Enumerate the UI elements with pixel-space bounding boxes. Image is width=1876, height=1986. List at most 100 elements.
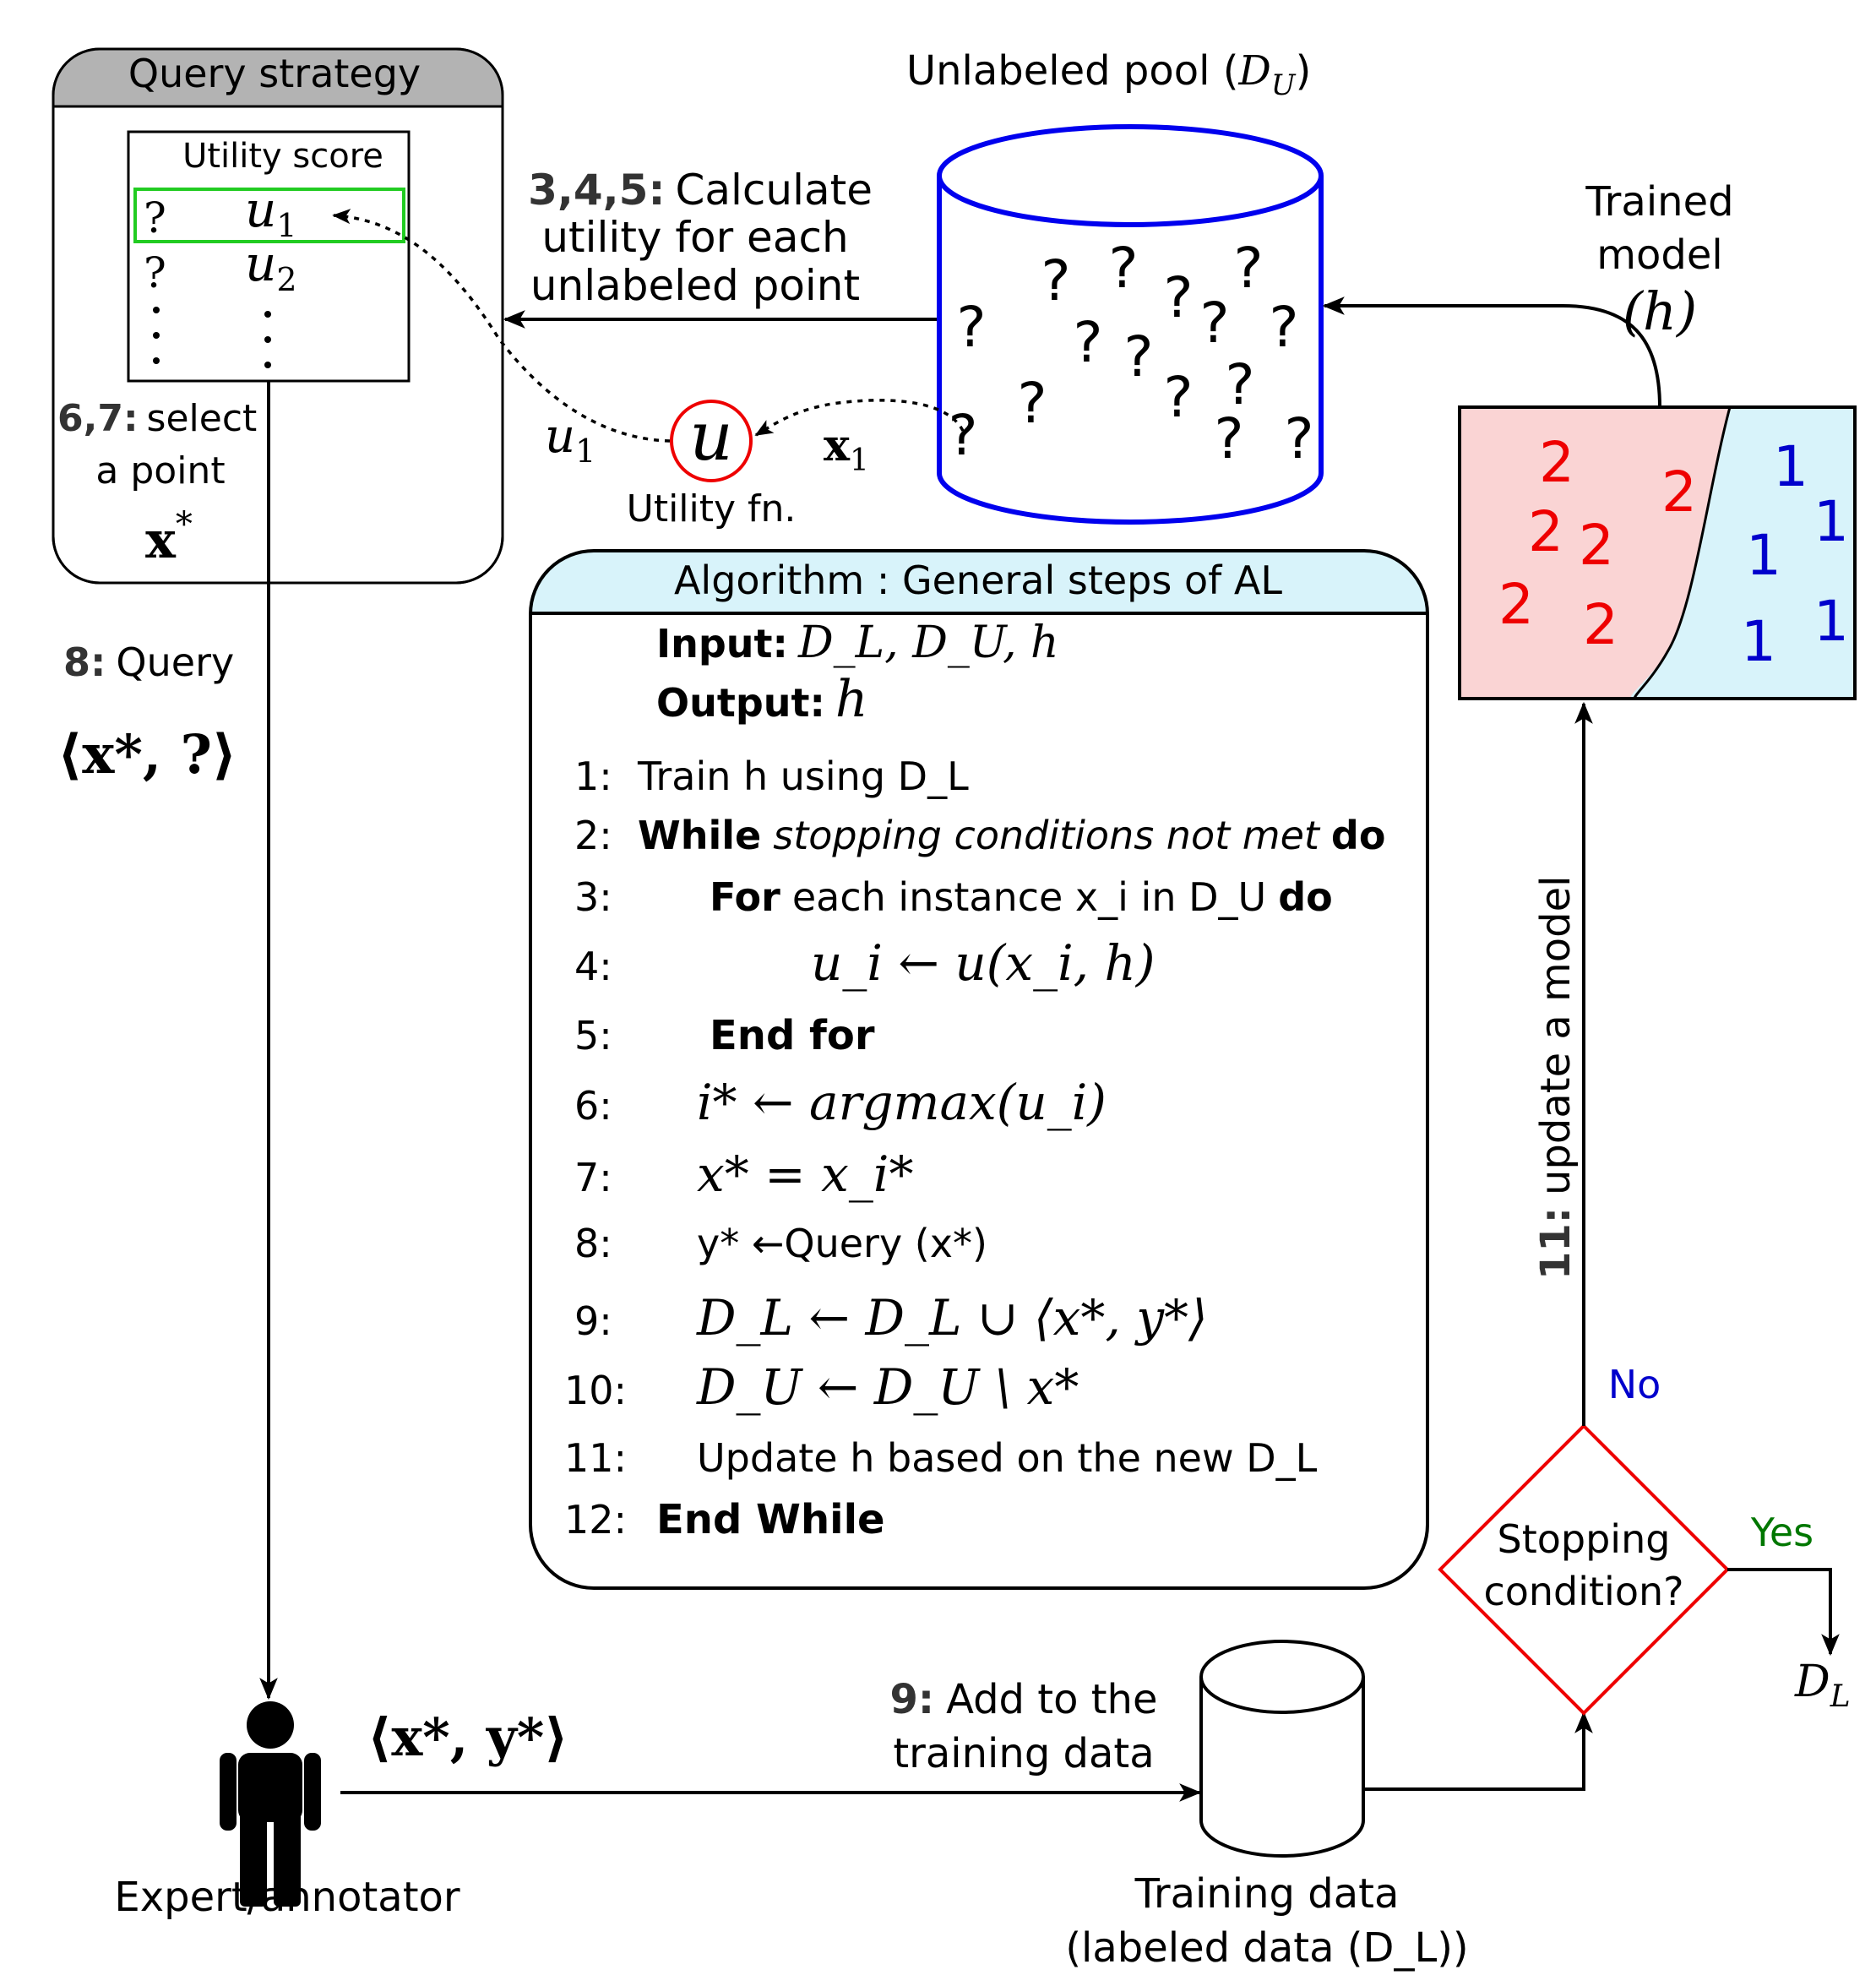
decision-output: DL bbox=[1794, 1657, 1851, 1714]
pool-question-mark: ? bbox=[1284, 406, 1313, 471]
calc-step-line3: unlabeled point bbox=[530, 261, 860, 310]
class-1-point: 1 bbox=[1741, 609, 1776, 674]
query-step-label: 8:Query bbox=[63, 639, 234, 685]
pool-question-mark: ? bbox=[956, 295, 986, 360]
stopping-condition-diamond bbox=[1438, 1423, 1730, 1716]
table-ellipsis-dots bbox=[153, 307, 271, 368]
algorithm-step-text: Update h based on the new D_L bbox=[697, 1435, 1318, 1481]
decision-yes-label: Yes bbox=[1750, 1510, 1813, 1555]
selected-point-x-star: x* bbox=[145, 505, 193, 570]
class-2-point: 2 bbox=[1579, 513, 1614, 578]
algorithm-step-number: 3: bbox=[574, 874, 612, 920]
class-1-point: 1 bbox=[1773, 434, 1808, 499]
decision-boundary bbox=[1633, 406, 1732, 699]
add-step-line1: 9:Add to the bbox=[890, 1676, 1158, 1723]
algorithm-step-number: 8: bbox=[574, 1221, 612, 1266]
algorithm-header: Algorithm : General steps of AL bbox=[674, 558, 1282, 603]
class-2-point: 2 bbox=[1528, 499, 1563, 564]
algorithm-step-text: D_L ← D_L ∪ ⟨x*, y*⟩ bbox=[696, 1289, 1208, 1347]
algorithm-step-text: i* ← argmax(u_i) bbox=[697, 1074, 1107, 1131]
pool-question-mark: ? bbox=[1041, 248, 1070, 313]
algorithm-step-text: u_i ← u(x_i, h) bbox=[811, 934, 1155, 992]
pool-question-mark: ? bbox=[948, 403, 977, 468]
class-2-point: 2 bbox=[1661, 460, 1697, 525]
algorithm-box: Algorithm : General steps of AL Input:D_… bbox=[529, 549, 1429, 1590]
utility-row-1-u: u1 bbox=[245, 181, 297, 244]
class-1-point: 1 bbox=[1813, 589, 1849, 654]
expert-label: Expert/annotator bbox=[114, 1874, 460, 1921]
trained-model-line1: Trained bbox=[1585, 178, 1733, 226]
class-2-point: 2 bbox=[1498, 572, 1534, 637]
pool-question-mark: ? bbox=[1163, 365, 1193, 430]
algorithm-step-number: 11: bbox=[564, 1435, 627, 1481]
class-1-point: 1 bbox=[1813, 489, 1849, 554]
algorithm-step-text: End While bbox=[656, 1496, 885, 1543]
trained-model-line2: model bbox=[1596, 231, 1722, 279]
algorithm-step-number: 7: bbox=[574, 1155, 612, 1200]
pool-question-mark: ? bbox=[1199, 291, 1229, 356]
utility-fn-symbol: u bbox=[689, 397, 733, 476]
training-to-decision-arrow bbox=[1363, 1711, 1593, 1791]
algorithm-step-number: 5: bbox=[574, 1013, 612, 1058]
training-data-line1: Training data bbox=[1134, 1870, 1400, 1918]
update-step-label: 11:update a model bbox=[1532, 875, 1580, 1280]
calc-step-line2: utility for each bbox=[541, 213, 848, 262]
query-tuple: ⟨x*, ?⟩ bbox=[57, 723, 237, 786]
algorithm-step-number: 6: bbox=[574, 1083, 612, 1129]
algorithm-step-number: 4: bbox=[574, 944, 612, 989]
class-2-point: 2 bbox=[1539, 430, 1574, 495]
training-data-line2: (labeled data (D_L)) bbox=[1065, 1924, 1468, 1972]
unlabeled-pool-title: Unlabeled pool (DU) bbox=[906, 47, 1311, 102]
class-2-point: 2 bbox=[1583, 592, 1618, 657]
select-step-line2: a point bbox=[95, 449, 225, 492]
training-data-cylinder bbox=[1199, 1640, 1365, 1858]
pool-question-mark: ? bbox=[1269, 295, 1298, 360]
algorithm-step-number: 12: bbox=[564, 1497, 627, 1543]
pool-question-mark: ? bbox=[1233, 236, 1263, 301]
utility-row-1-q: ? bbox=[144, 193, 166, 242]
utility-row-2-u: u2 bbox=[245, 235, 297, 298]
class-a-region bbox=[1460, 407, 1730, 699]
class-1-point: 1 bbox=[1746, 523, 1781, 588]
selected-row-highlight bbox=[133, 188, 405, 243]
calc-step-line1: 3,4,5:Calculate bbox=[528, 166, 873, 215]
pool-question-mark: ? bbox=[1225, 352, 1254, 417]
algorithm-step-number: 2: bbox=[574, 813, 612, 858]
pool-question-mark: ? bbox=[1108, 236, 1138, 301]
pool-question-mark: ? bbox=[1214, 406, 1243, 471]
utility-row-2-q: ? bbox=[144, 248, 166, 297]
pool-to-utility-dotted bbox=[754, 399, 965, 437]
pool-question-mark: ? bbox=[1123, 324, 1153, 389]
utility-output-u1: u1 bbox=[545, 409, 595, 470]
algorithm-step-text: Train h using D_L bbox=[637, 754, 969, 799]
yes-to-output-arrow bbox=[1727, 1568, 1840, 1657]
algorithm-input: Input:D_L, D_U, h bbox=[656, 618, 1059, 668]
utility-fn-circle bbox=[670, 400, 753, 482]
decision-no-label: No bbox=[1608, 1362, 1661, 1407]
utility-input-x1: x1 bbox=[824, 420, 869, 478]
expert-tuple: ⟨x*, y*⟩ bbox=[367, 1706, 568, 1768]
algorithm-step-number: 1: bbox=[574, 754, 612, 799]
select-step-line1: 6,7:select bbox=[57, 397, 257, 440]
pool-question-mark: ? bbox=[1163, 265, 1193, 330]
unlabeled-pool-cylinder bbox=[937, 124, 1324, 525]
algorithm-step-text: D_U ← D_U \ x* bbox=[696, 1358, 1079, 1416]
expert-person-icon bbox=[220, 1701, 321, 1907]
algorithm-step-text: y* ←Query (x*) bbox=[697, 1221, 987, 1266]
algorithm-step-number: 9: bbox=[574, 1298, 612, 1344]
add-step-line2: training data bbox=[893, 1730, 1154, 1777]
query-strategy-box: Query strategy Utility score ? u1 ? u2 6… bbox=[52, 47, 504, 585]
trained-model-symbol: (h) bbox=[1623, 280, 1697, 342]
decision-text-1: Stopping bbox=[1498, 1516, 1671, 1562]
query-strategy-title: Query strategy bbox=[128, 51, 421, 96]
pool-question-marks: ??????????????? bbox=[948, 236, 1313, 471]
utility-score-label: Utility score bbox=[182, 137, 383, 176]
algorithm-output: Output:h bbox=[656, 670, 868, 729]
algorithm-step-text: End for bbox=[710, 1012, 875, 1059]
